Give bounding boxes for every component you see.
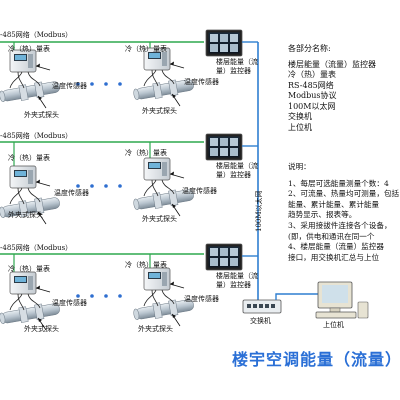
note-line: 1、每层可选能量测量个数：4 bbox=[288, 178, 389, 188]
sensor-label: 温度传感器 bbox=[52, 82, 87, 90]
floor-row-2 bbox=[0, 133, 258, 225]
sensor-label: 温度传感器 bbox=[184, 78, 219, 86]
floor-monitor-label: 楼层能量（流量）监控器 bbox=[216, 272, 258, 289]
note-line: 接口，用交换机汇总与上位 bbox=[288, 252, 380, 262]
sensor-label: 温度传感器 bbox=[182, 187, 217, 195]
rs485-bus-label: -485网络（Modbus） bbox=[0, 244, 73, 252]
floor-monitor-label: 楼层能量（流量）监控器 bbox=[216, 58, 258, 75]
legend-item: 冷（热）量表 bbox=[288, 70, 336, 79]
meter-label: 冷（热）量表 bbox=[125, 149, 167, 157]
probe-label: 外夹式探头 bbox=[138, 325, 173, 333]
legend-item: 上位机 bbox=[288, 122, 312, 132]
probe-label: 外夹式探头 bbox=[8, 211, 43, 219]
note-line: 能量、累计能量、累计能量 bbox=[288, 199, 380, 209]
probe-label: 外夹式探头 bbox=[142, 107, 177, 115]
ethernet-label: 100M以太网 bbox=[255, 190, 263, 232]
switch-device bbox=[242, 299, 282, 314]
meter-label: 冷（热）量表 bbox=[8, 45, 50, 53]
switch-pc-cable bbox=[275, 293, 325, 300]
rs485-bus-label: -485网络（Modbus） bbox=[0, 132, 73, 140]
more-units-dots bbox=[76, 184, 122, 188]
floor-row-1 bbox=[0, 29, 258, 109]
probe-label: 外夹式探头 bbox=[24, 111, 59, 119]
sensor-label: 温度传感器 bbox=[52, 299, 87, 307]
legend-item: RS-485网络 bbox=[288, 80, 334, 90]
floor-monitor-label: 楼层能量（流量）监控器 bbox=[216, 162, 258, 179]
probe-label: 外夹式探头 bbox=[24, 325, 59, 333]
legend-heading: 各部分名称: bbox=[288, 44, 331, 53]
floor-monitor bbox=[205, 243, 243, 271]
note-line: 3、采用接拔件连接各个设备， bbox=[288, 220, 392, 230]
energy-meter-unit bbox=[132, 47, 196, 107]
meter-label: 冷（热）量表 bbox=[8, 154, 50, 162]
legend-item: 交换机 bbox=[288, 112, 312, 121]
notes-block: 说明： 1、每层可选能量测量个数：4 2、可流量、热量均可测量，包括 能量、累计… bbox=[288, 162, 400, 263]
diagram-title: 楼宇空调能量（流量） bbox=[232, 350, 400, 369]
rs485-bus-label: -485网络（Modbus） bbox=[0, 31, 73, 39]
floor-row-3 bbox=[0, 243, 258, 331]
note-line: 2、可流量、热量均可测量，包括 bbox=[288, 189, 400, 199]
floor-monitor bbox=[205, 29, 243, 57]
legend-item: Modbus协议 bbox=[288, 91, 337, 100]
pc-label: 上位机 bbox=[323, 321, 344, 329]
note-line: 趋势显示、报表等。 bbox=[288, 210, 357, 220]
note-line: 4、楼层能量（流量）监控器 bbox=[288, 242, 384, 252]
floor-monitor bbox=[205, 133, 243, 161]
probe-label: 外夹式探头 bbox=[142, 215, 177, 223]
meter-label: 冷（热）量表 bbox=[125, 45, 167, 53]
switch-label: 交换机 bbox=[250, 317, 271, 325]
note-line: (即，供电和通讯在同一个 bbox=[288, 231, 375, 241]
meter-label: 冷（热）量表 bbox=[8, 265, 50, 273]
legend-item: 楼层能量（流量）监控器 bbox=[288, 59, 376, 69]
energy-meter-unit bbox=[0, 49, 62, 109]
sensor-label: 温度传感器 bbox=[184, 295, 219, 303]
more-units-dots bbox=[76, 294, 122, 298]
meter-label: 冷（热）量表 bbox=[125, 261, 167, 269]
pc-device bbox=[315, 281, 369, 319]
notes-heading: 说明： bbox=[288, 162, 311, 171]
legend-item: 100M以太网 bbox=[288, 101, 336, 111]
component-legend: 各部分名称: 楼层能量（流量）监控器 冷（热）量表 RS-485网络 Modbu… bbox=[288, 44, 376, 133]
sensor-label: 温度传感器 bbox=[54, 189, 89, 197]
